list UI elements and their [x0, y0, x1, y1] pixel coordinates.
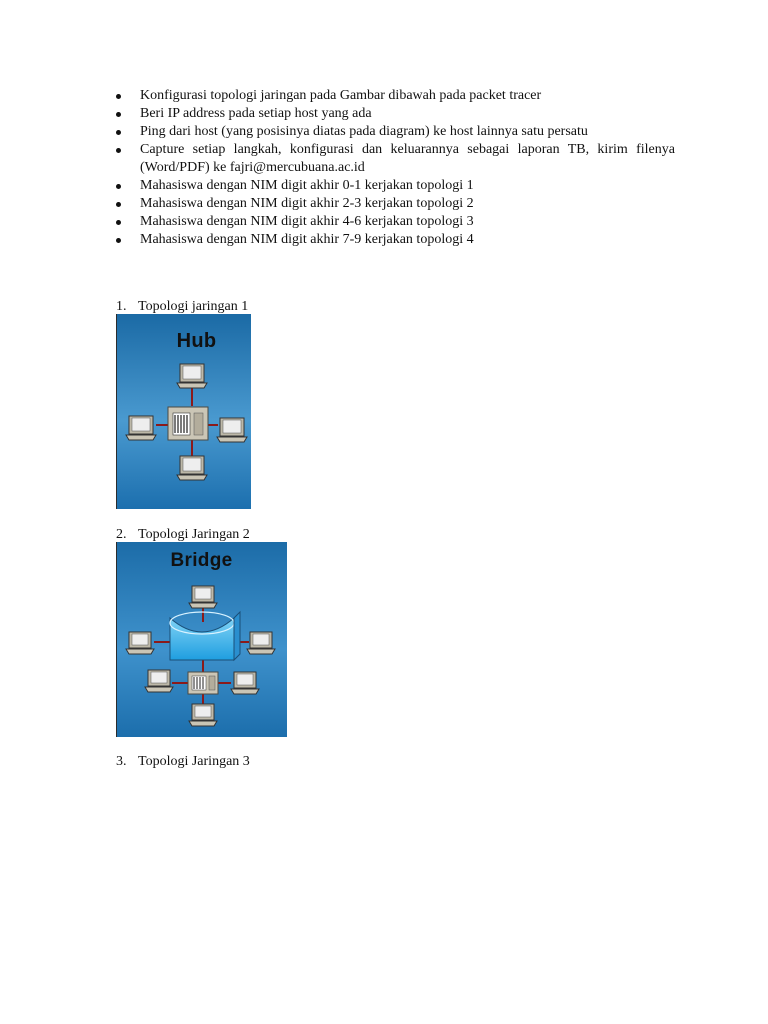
bullet-icon	[116, 238, 121, 243]
hub-device-icon	[187, 671, 219, 695]
bullet-icon	[116, 220, 121, 225]
topology-number: 2.	[116, 527, 127, 542]
bullet-icon	[116, 130, 121, 135]
topology-label: Topologi Jaringan 2	[138, 527, 250, 542]
computer-icon	[144, 669, 174, 693]
computer-icon	[176, 363, 208, 389]
list-item: Capture setiap langkah, konfigurasi dan …	[113, 141, 675, 177]
hub-topology-figure: Hub	[116, 314, 251, 509]
figure-title: Bridge	[170, 550, 233, 571]
list-item: Mahasiswa dengan NIM digit akhir 0-1 ker…	[113, 177, 675, 195]
list-item: Beri IP address pada setiap host yang ad…	[113, 105, 675, 123]
instruction-text: Mahasiswa dengan NIM digit akhir 2-3 ker…	[140, 196, 474, 211]
list-item: Mahasiswa dengan NIM digit akhir 7-9 ker…	[113, 231, 675, 249]
topology-label: Topologi Jaringan 3	[138, 754, 250, 769]
computer-icon	[125, 631, 155, 655]
list-item: Ping dari host (yang posisinya diatas pa…	[113, 123, 675, 141]
instruction-text: Mahasiswa dengan NIM digit akhir 4-6 ker…	[140, 214, 474, 229]
list-item: Konfigurasi topologi jaringan pada Gamba…	[113, 87, 675, 105]
bullet-icon	[116, 112, 121, 117]
computer-icon	[125, 415, 157, 441]
computer-icon	[176, 455, 208, 481]
computer-icon	[246, 631, 276, 655]
list-item: Mahasiswa dengan NIM digit akhir 4-6 ker…	[113, 213, 675, 231]
instruction-list: Konfigurasi topologi jaringan pada Gamba…	[113, 87, 675, 249]
bridge-topology-figure: Bridge	[116, 542, 287, 737]
instruction-text: Mahasiswa dengan NIM digit akhir 0-1 ker…	[140, 178, 474, 193]
topology-number: 3.	[116, 754, 127, 769]
topology-label: Topologi jaringan 1	[138, 299, 249, 314]
bullet-icon	[116, 148, 121, 153]
bridge-device-icon	[169, 610, 241, 662]
computer-icon	[216, 417, 248, 443]
instruction-text: Mahasiswa dengan NIM digit akhir 7-9 ker…	[140, 232, 474, 247]
topology-heading-2: 2. Topologi Jaringan 2	[116, 526, 250, 544]
topology-heading-3: 3. Topologi Jaringan 3	[116, 753, 250, 771]
hub-diagram	[116, 314, 251, 509]
computer-icon	[188, 585, 218, 609]
computer-icon	[188, 703, 218, 727]
bridge-diagram	[116, 542, 287, 737]
instruction-text: Beri IP address pada setiap host yang ad…	[140, 106, 372, 121]
topology-number: 1.	[116, 299, 127, 314]
bullet-icon	[116, 184, 121, 189]
computer-icon	[230, 671, 260, 695]
figure-title: Hub	[176, 330, 217, 352]
instruction-text: Capture setiap langkah, konfigurasi dan …	[140, 142, 675, 175]
instruction-text: Ping dari host (yang posisinya diatas pa…	[140, 124, 588, 139]
instruction-text: Konfigurasi topologi jaringan pada Gamba…	[140, 88, 542, 103]
bullet-icon	[116, 94, 121, 99]
topology-heading-1: 1. Topologi jaringan 1	[116, 298, 248, 316]
bullet-icon	[116, 202, 121, 207]
list-item: Mahasiswa dengan NIM digit akhir 2-3 ker…	[113, 195, 675, 213]
hub-device-icon	[167, 406, 209, 441]
